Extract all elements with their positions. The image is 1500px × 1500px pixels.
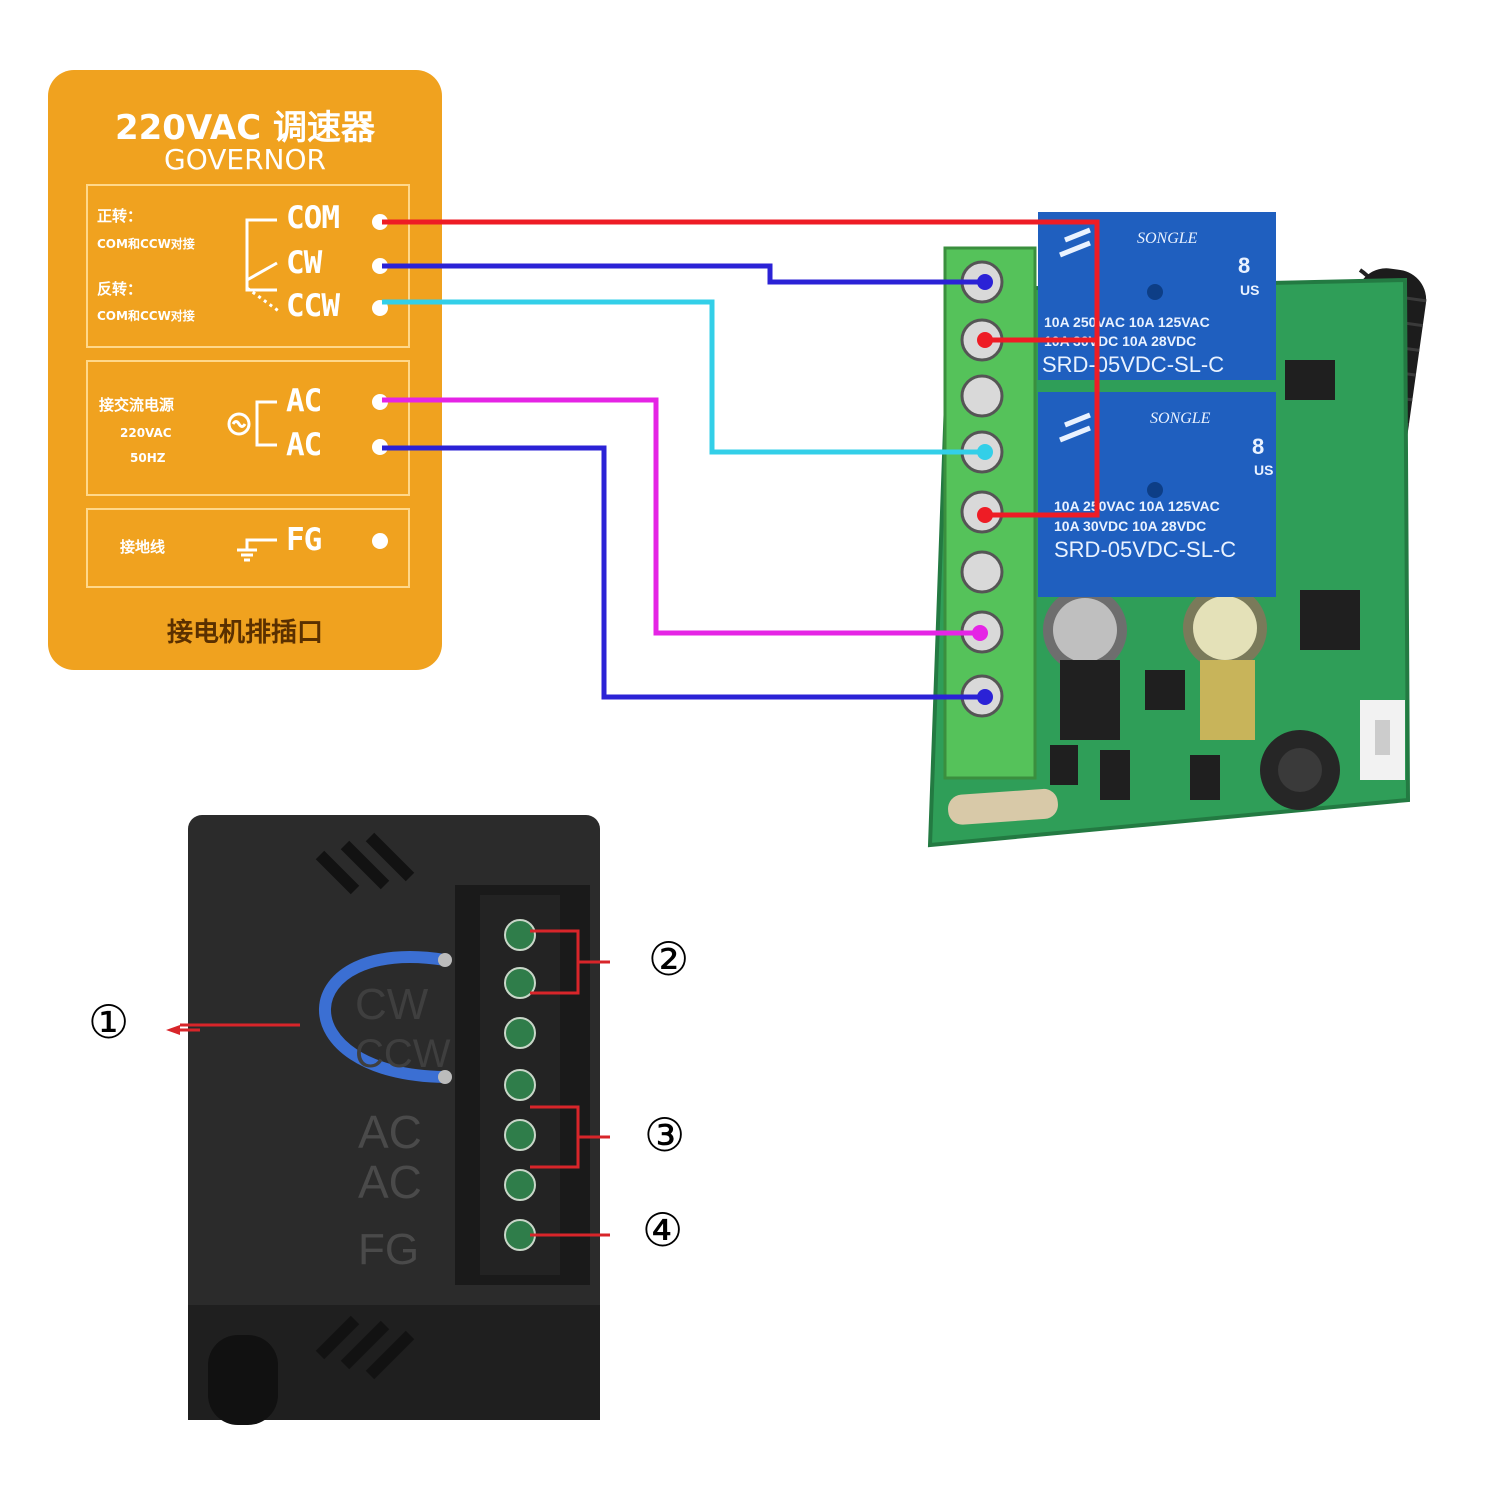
callout-4: ④ <box>642 1203 684 1257</box>
terminal-dot-ac-2 <box>372 439 388 455</box>
jumper-wire <box>319 951 446 1083</box>
callout-1: ① <box>88 995 130 1049</box>
relay-module <box>927 212 1427 848</box>
governor-subtitle: GOVERNOR <box>164 143 326 176</box>
relay-1-model: SRD-05VDC-SL-C <box>1042 352 1225 377</box>
power-box <box>86 360 410 496</box>
reverse-label: 反转： <box>97 280 143 298</box>
motor-socket <box>180 815 610 1425</box>
terminal-dot-fg <box>372 533 388 549</box>
wiring <box>382 219 1100 705</box>
terminal-ccw: CCW <box>286 288 340 324</box>
governor-symbols <box>227 218 281 562</box>
ground-label: 接地线 <box>120 538 166 556</box>
governor-title: 220VAC 调速器 <box>114 108 376 148</box>
relay-1-pins: 8 <box>1238 253 1251 278</box>
ac-source-icon <box>227 412 251 436</box>
relay-2-ratings-2: 10A 30VDC 10A 28VDC <box>1054 518 1207 534</box>
terminal-ac-2: AC <box>286 427 322 463</box>
socket-label-ac-1: AC <box>358 1106 422 1158</box>
forward-label: 正转： <box>97 207 143 225</box>
callout-3: ③ <box>644 1108 686 1162</box>
wire-cw <box>382 263 985 285</box>
wire-ac-2 <box>382 445 985 700</box>
reverse-note: COM和CCW对接 <box>97 309 195 323</box>
ac-power-label: 接交流电源 <box>99 396 175 414</box>
relay-2-model: SRD-05VDC-SL-C <box>1054 537 1237 562</box>
terminal-dot-com <box>372 214 388 230</box>
socket-label-cw: CW <box>355 980 429 1029</box>
wire-ccw <box>382 299 985 455</box>
terminal-dot-cw <box>372 258 388 274</box>
terminal-fg: FG <box>286 522 322 558</box>
wire-ac-1 <box>382 397 980 636</box>
terminal-ac-1: AC <box>286 383 322 419</box>
relay-1-us: US <box>1240 282 1260 298</box>
callout-2: ② <box>648 932 690 986</box>
socket-label-fg: FG <box>358 1225 420 1274</box>
ac-frequency: 50HZ <box>130 451 166 465</box>
resistor <box>948 788 1058 825</box>
relay-1-ratings-1: 10A 250VAC 10A 125VAC <box>1044 314 1210 330</box>
callout-arrow-1 <box>166 1025 200 1035</box>
ground-box <box>86 508 410 588</box>
ac-voltage: 220VAC <box>120 426 172 440</box>
terminal-screws <box>960 260 1004 718</box>
relay-1-brand: SONGLE <box>1137 230 1198 247</box>
terminal-cw: CW <box>286 245 322 281</box>
socket-label-ac-2: AC <box>358 1156 422 1208</box>
relay-2-brand: SONGLE <box>1150 410 1211 427</box>
governor-footer: 接电机排插口 <box>166 618 323 648</box>
ground-icon <box>237 548 257 562</box>
forward-note: COM和CCW对接 <box>97 237 195 251</box>
socket-label-ccw: CCW <box>355 1032 451 1076</box>
relay-2-us: US <box>1254 462 1274 478</box>
relay-1-ratings-2: 10A 30VDC 10A 28VDC <box>1044 333 1197 349</box>
wire-com <box>382 219 1100 518</box>
switch-bracket <box>245 218 277 292</box>
terminal-com: COM <box>286 200 340 236</box>
relay-2-pins: 8 <box>1252 434 1265 459</box>
governor-card <box>48 70 442 670</box>
